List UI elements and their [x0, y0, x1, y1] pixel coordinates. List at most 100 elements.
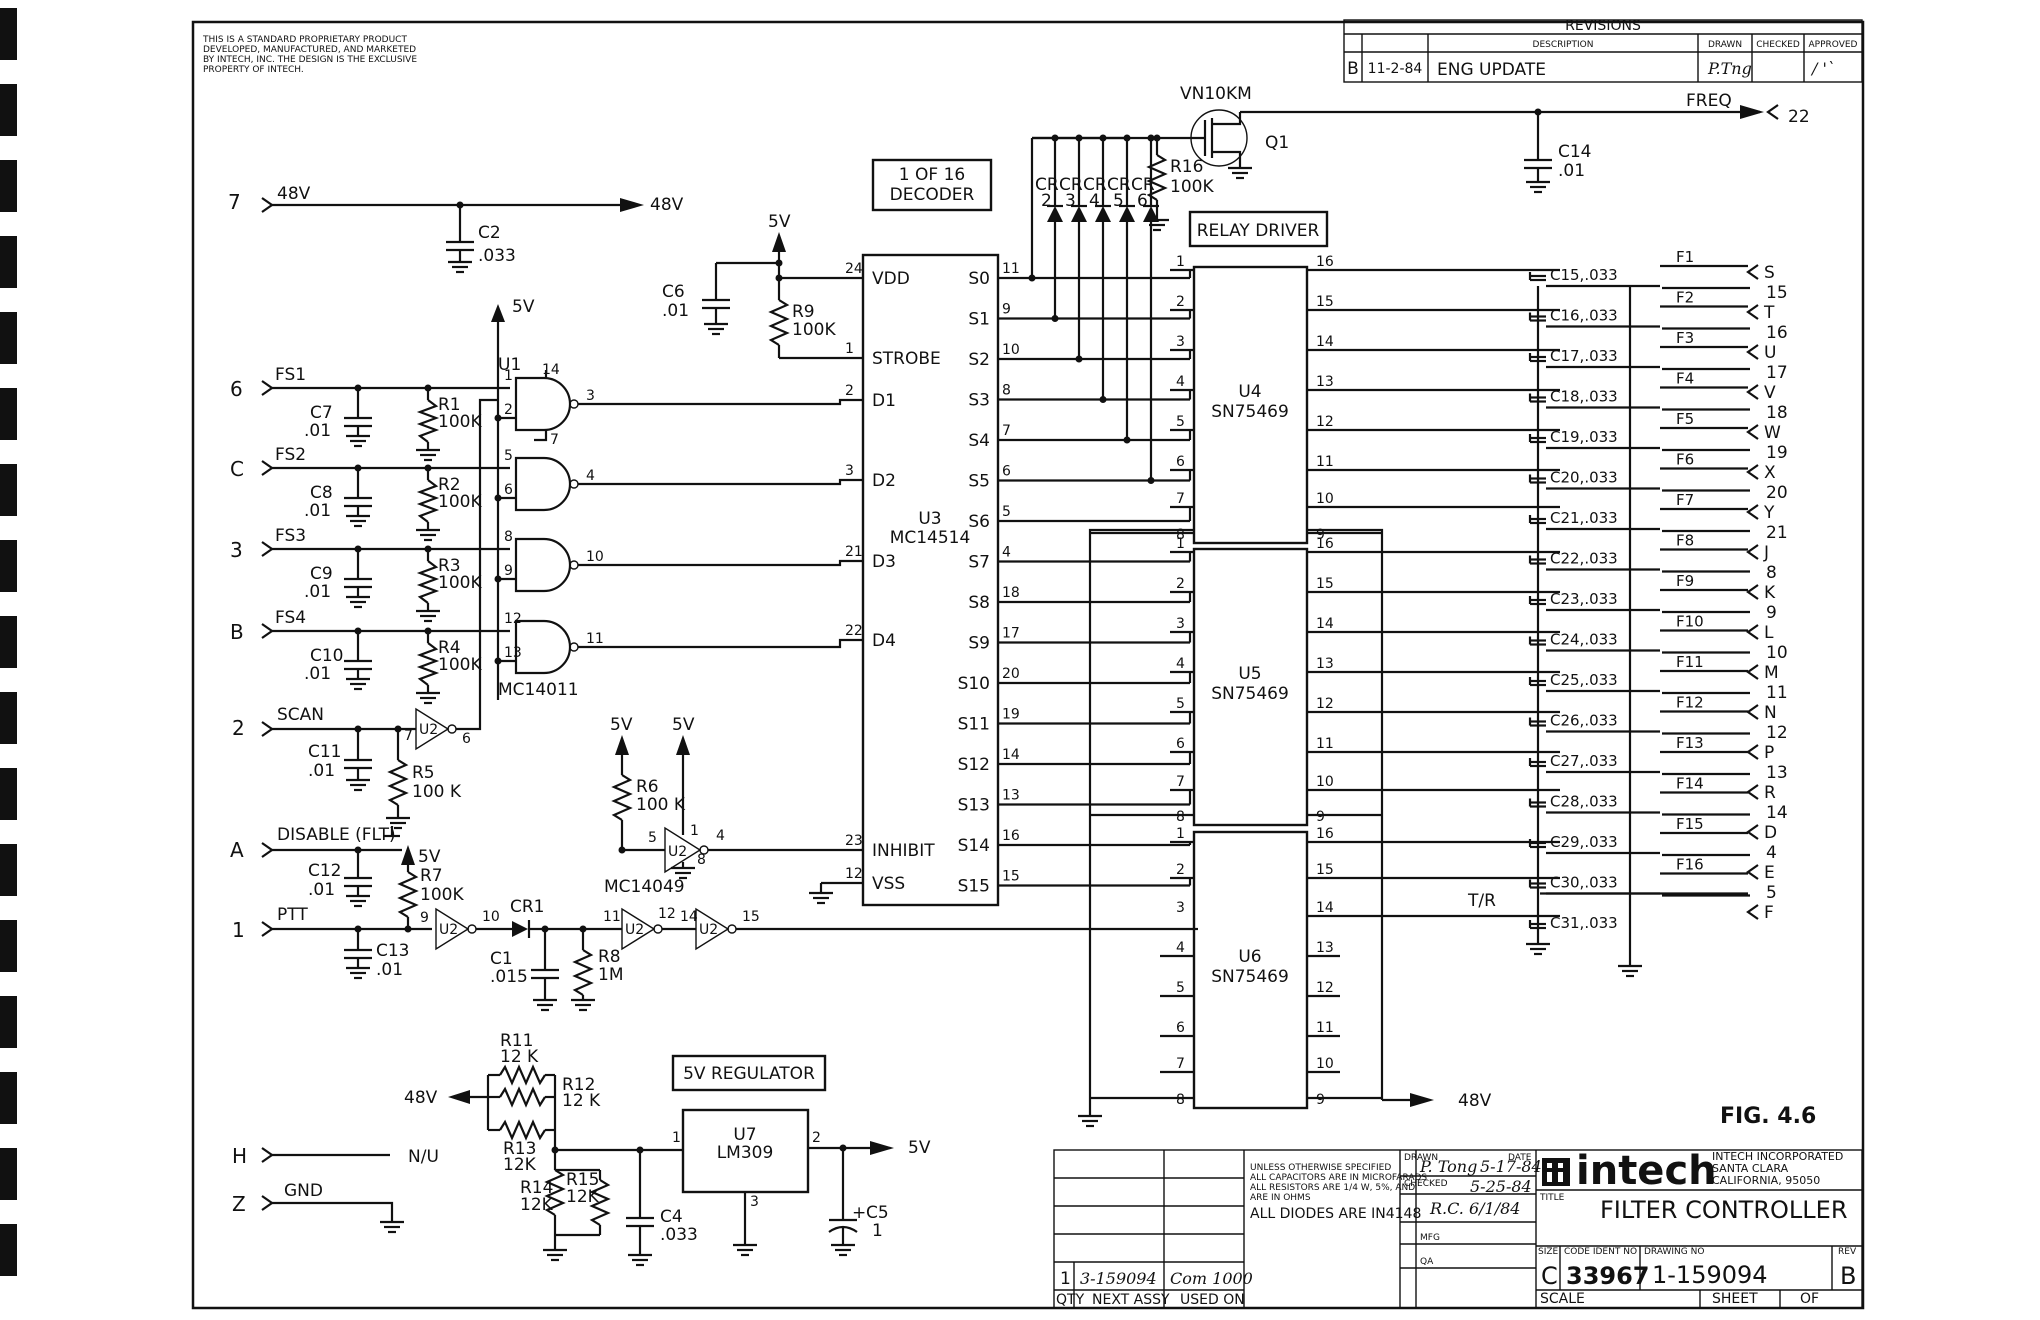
connector-pin: 3	[230, 538, 243, 562]
binder-hole	[0, 236, 17, 288]
mfg-label: MFG	[1420, 1233, 1440, 1243]
output-cap-label: C19,.033	[1550, 428, 1618, 446]
output-cap-label: C20,.033	[1550, 469, 1618, 487]
u3-part: MC14514	[890, 528, 971, 548]
cap-ref: C9	[310, 564, 333, 584]
diode-ref: CR	[1083, 175, 1107, 195]
resistor-symbol	[416, 399, 440, 443]
ground-symbol	[416, 528, 440, 542]
u3-output-number: 10	[1002, 342, 1020, 358]
u1-ref: U1	[498, 355, 521, 375]
rev-drawn-header: DRAWN	[1708, 40, 1742, 50]
u2-scan-ref: U2	[419, 722, 438, 738]
driver-in-pin: 2	[1176, 576, 1185, 592]
ground-symbol	[704, 322, 728, 336]
u3-output-name: S10	[958, 674, 990, 694]
filter-label: F7	[1676, 491, 1694, 509]
gate-pin: 7	[550, 432, 559, 448]
ground-symbol	[543, 1248, 567, 1262]
connector-letter: F	[1764, 903, 1774, 923]
drawing-number: 1-159094	[1652, 1261, 1768, 1289]
cap-ref: C10	[310, 646, 344, 666]
connector-chevron	[1746, 264, 1759, 280]
regulator-label: 5V REGULATOR	[683, 1064, 815, 1084]
c1-val: .015	[490, 967, 528, 987]
c13-ref: C13	[376, 941, 410, 961]
ground-symbol	[346, 514, 370, 528]
disable-channel: A DISABLE (FLT) C12 .01 5V R6 100 K 5 5V…	[230, 715, 863, 908]
connector-letter: R	[1764, 783, 1776, 803]
junction-dot	[1147, 477, 1155, 484]
filter-label: F15	[1676, 815, 1704, 833]
c12-ref: C12	[308, 861, 342, 881]
signal-label: FS4	[275, 608, 306, 628]
driver-ic-body	[1192, 265, 1309, 545]
wire	[534, 430, 548, 442]
connector-chevron	[1746, 784, 1759, 800]
connector-chevron	[1746, 544, 1759, 560]
r9-ref: R9	[792, 302, 815, 322]
c2-ref: C2	[478, 223, 501, 243]
ground-symbol	[386, 816, 410, 830]
checked-date: 5-25-84	[1470, 1177, 1532, 1196]
ptt-pin14: 14	[680, 909, 698, 925]
c6-val: .01	[662, 301, 689, 321]
mc14049-label: MC14049	[604, 877, 685, 897]
connector-pin: 1	[232, 918, 245, 942]
gate-pin: 8	[504, 529, 513, 545]
output-cap-label: C16,.033	[1550, 307, 1618, 325]
u3-pin-number: 2	[845, 383, 854, 399]
u3-output-name: S9	[968, 634, 990, 654]
binder-hole	[0, 996, 17, 1048]
r6-5v-label: 5V	[610, 715, 633, 735]
junction-dot	[1028, 274, 1036, 282]
checked-label: CHECKED	[1404, 1179, 1448, 1189]
supply-48v-input: 7 48V 48V C2 .033	[228, 184, 684, 274]
u3-output-name: S12	[958, 755, 990, 775]
binder-hole	[0, 84, 17, 136]
intech-logo-mark	[1542, 1158, 1570, 1186]
driver-pin-8: 8	[1176, 1092, 1185, 1108]
r15-val: 12K	[566, 1187, 600, 1207]
driver-in-pin: 5	[1176, 414, 1185, 430]
connector-letter: E	[1764, 863, 1775, 883]
ground-symbol	[416, 691, 440, 705]
u3-pin-name: VDD	[872, 269, 910, 289]
driver-out-pin: 12	[1316, 414, 1334, 430]
u3-output-name: S0	[968, 269, 990, 289]
output-cap-label: C30,.033	[1550, 874, 1618, 892]
inv-disable-pin5: 5	[648, 830, 657, 846]
output-cap-6: C20,.033	[1528, 469, 1660, 490]
driver-in-pin: 1	[1176, 254, 1185, 270]
driver-out-pin: 13	[1316, 940, 1334, 956]
u3-pin-name: VSS	[872, 874, 905, 894]
connector-letter: W	[1764, 423, 1781, 443]
ground-symbol	[1078, 1114, 1102, 1128]
connector-chevron	[1746, 624, 1759, 640]
ground-symbol	[346, 778, 370, 792]
wire	[578, 398, 863, 406]
r15-ref: R15	[566, 1170, 599, 1190]
tr-label: T/R	[1467, 891, 1496, 911]
driver-out-pin: 15	[1316, 294, 1334, 310]
binder-hole	[0, 768, 17, 820]
res-ref: R1	[438, 395, 461, 415]
cap-ref: C7	[310, 403, 333, 423]
u3-output-number: 19	[1002, 707, 1020, 723]
title-block: UNLESS OTHERWISE SPECIFIED ALL CAPACITOR…	[1053, 1148, 1863, 1309]
c5-val: 1	[872, 1221, 883, 1241]
driver-out-pin: 14	[1316, 900, 1334, 916]
connector-number: 10	[1766, 643, 1788, 663]
gate-pin: 5	[504, 448, 513, 464]
dwg-label: DRAWING NO	[1644, 1247, 1704, 1257]
res-ref: R4	[438, 638, 461, 658]
filter-outputs: C15,.033C16,.033C17,.033C18,.033C19,.033…	[1526, 248, 1788, 978]
note-4: ARE IN OHMS	[1250, 1193, 1311, 1203]
c6-ref: C6	[662, 282, 685, 302]
driver-out-pin: 12	[1316, 696, 1334, 712]
filter-label: F1	[1676, 248, 1694, 266]
